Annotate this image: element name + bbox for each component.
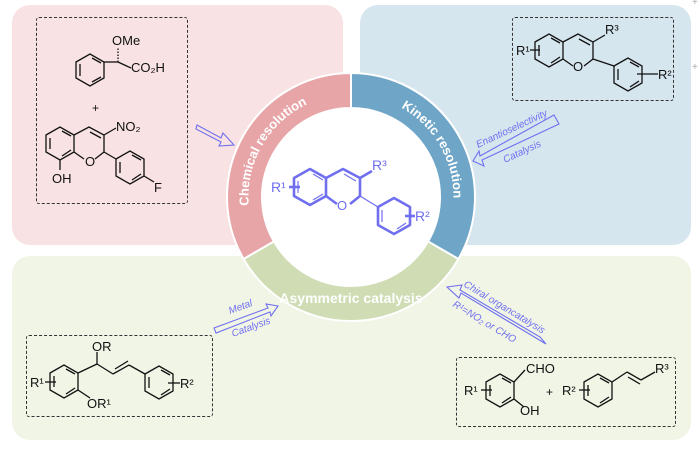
center-chromene-structure <box>289 167 415 236</box>
styrene-structure <box>579 371 656 408</box>
ring-label-asymmetric-catalysis: Asymmetric catalysis <box>279 290 422 306</box>
fluoro-label: F <box>154 180 162 195</box>
organo-r2-label: R² <box>562 383 576 398</box>
organo-r1-label: R¹ <box>464 383 478 398</box>
metal-catalysis-substrate-box <box>26 335 213 417</box>
ring-center <box>262 108 440 286</box>
co2h-label: CO₂H <box>131 60 165 75</box>
kinetic-resolution-substrate-box <box>512 17 674 101</box>
metal-r1-label: R¹ <box>30 375 44 390</box>
center-r3-label: R³ <box>372 157 387 173</box>
plus-sign: + <box>92 101 99 115</box>
ring-oxygen-label: O <box>85 154 95 169</box>
or1-label: OR¹ <box>87 396 112 411</box>
organocatalysis-substrates-box <box>456 357 676 427</box>
corner-mark: + <box>692 62 698 73</box>
corner-mark: + <box>692 0 698 8</box>
organocatalysis-arrow <box>445 284 547 345</box>
organo-oh-label: OH <box>520 403 540 418</box>
allylic-ether-structure <box>45 352 180 400</box>
no2-label: NO₂ <box>116 119 141 134</box>
kinetic-resolution-chromene-structure <box>530 33 658 92</box>
kinetic-r3-label: R³ <box>605 22 619 37</box>
organo-r3-label: R³ <box>655 361 669 376</box>
center-o-label: O <box>337 198 347 213</box>
strategy-ring: Chemical resolution Kinetic resolution A… <box>226 71 476 322</box>
oh-label: OH <box>52 171 72 186</box>
chemical-resolution-reagents-box <box>36 17 188 204</box>
organo-plus-sign: + <box>546 385 553 399</box>
kinetic-r1-label: R¹ <box>516 43 530 58</box>
salicylaldehyde-structure <box>481 369 526 408</box>
chemical-resolution-arrow <box>195 124 236 147</box>
center-r1-label: R¹ <box>271 179 286 195</box>
metal-catalysis-arrow <box>213 303 279 334</box>
kinetic-r2-label: R² <box>658 67 672 82</box>
metal-r2-label: R² <box>180 376 194 391</box>
nitrochromene-structure <box>45 126 155 185</box>
cho-label: CHO <box>526 361 555 376</box>
kinetic-resolution-arrow <box>472 114 560 168</box>
or-label: OR <box>92 339 112 354</box>
kinetic-o-label: O <box>573 59 583 74</box>
center-r2-label: R² <box>415 208 430 224</box>
kinetic-catalysis-label: Catalysis <box>502 139 543 166</box>
methoxyphenylacetic-acid-structure <box>75 48 132 87</box>
ome-label: OMe <box>112 33 140 48</box>
